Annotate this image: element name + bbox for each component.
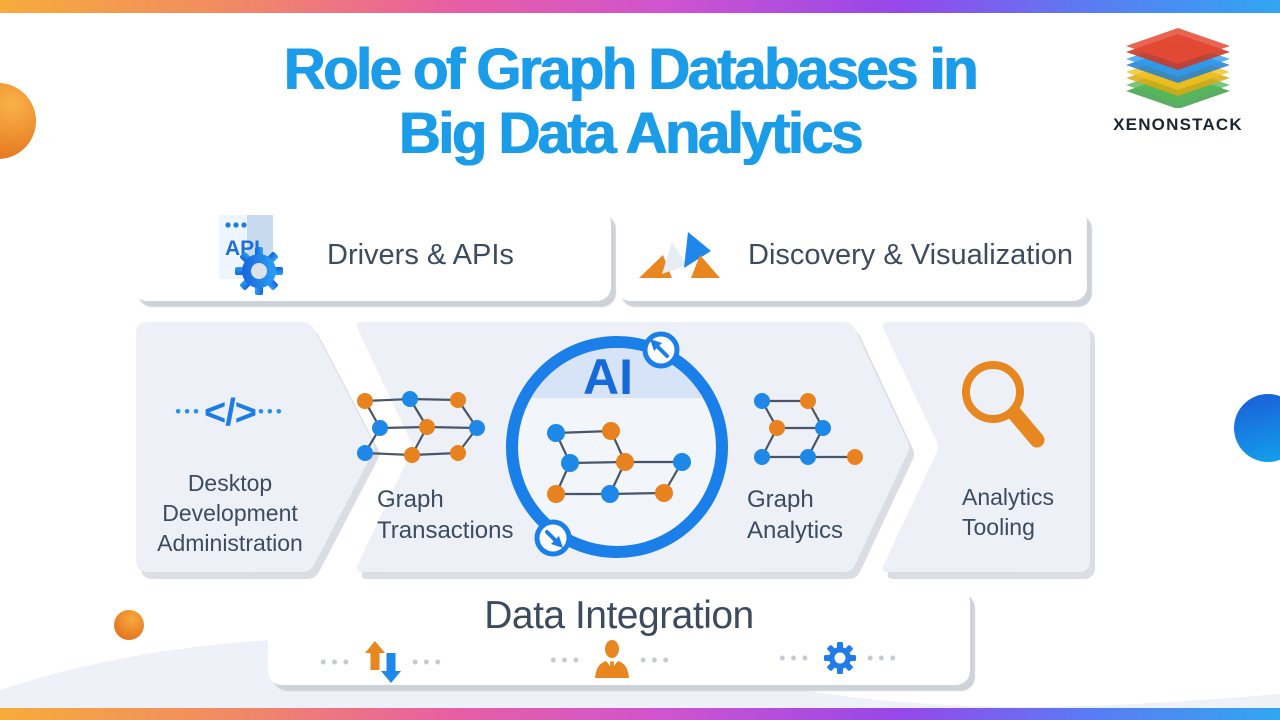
dots-decoration: ••• — [779, 647, 813, 668]
magnifier-icon — [962, 361, 1045, 448]
analytics-tooling-label: Analytics Tooling — [962, 482, 1054, 542]
page-title: Role of Graph Databases in Big Data Anal… — [0, 38, 1260, 166]
analytics-tooling-line1: Analytics — [962, 484, 1055, 510]
analytics-tooling-line2: Tooling — [962, 514, 1035, 540]
dots-decoration: ••• — [867, 647, 901, 668]
ai-learning-cycle-icon: AI — [506, 331, 728, 558]
card-drivers-apis: API Drivers & APIs — [133, 209, 611, 301]
layer-stack-icon — [1126, 28, 1230, 109]
integration-group-transfer: ••• ••• — [303, 640, 463, 684]
code-dots-left: ••• — [175, 402, 203, 421]
gear-icon — [824, 642, 856, 674]
graph-transactions-line1: Graph — [377, 486, 444, 513]
ai-graph-nodes — [547, 422, 691, 503]
page-title-line1: Role of Graph Databases in — [283, 37, 979, 102]
graph-network-icon — [754, 393, 863, 465]
dots-decoration: ••• — [412, 651, 446, 672]
card-drivers-apis-label: Drivers & APIs — [327, 238, 514, 271]
graph-analytics-line1: Graph — [747, 486, 814, 513]
blue-circle-decoration — [1234, 394, 1280, 462]
left-block-line1: Desktop — [187, 470, 273, 496]
ai-label: AI — [583, 349, 633, 405]
graph-transactions-line2: Transactions — [377, 517, 514, 544]
bottom-gradient-bar — [0, 708, 1280, 720]
left-block-line2: Development — [162, 500, 298, 526]
left-block-label: Desktop Development Administration — [130, 468, 330, 558]
dots-decoration: ••• — [640, 649, 674, 670]
card-discovery-visualization: Discovery & Visualization — [616, 209, 1087, 301]
cycle-arrow-badge-bottom — [534, 519, 572, 557]
api-icon-text: API — [225, 237, 260, 260]
page-title-line2: Big Data Analytics — [398, 101, 864, 166]
integration-group-analyst: ••• ••• — [532, 640, 692, 680]
transfer-arrows-icon — [365, 641, 401, 683]
api-document-gear-icon: API — [219, 215, 283, 295]
data-integration-title: Data Integration — [484, 594, 754, 637]
graph-transactions-label: Graph Transactions — [377, 484, 514, 546]
analyst-person-icon — [595, 640, 629, 678]
graph-analytics-label: Graph Analytics — [747, 484, 843, 546]
brand-logo: XENONSTACK — [1108, 28, 1248, 135]
card-discovery-visualization-label: Discovery & Visualization — [748, 238, 1074, 271]
code-tag-icon: •••</>••• — [135, 392, 325, 435]
cycle-arrow-badge-top — [642, 331, 680, 369]
top-gradient-bar — [0, 0, 1280, 13]
orange-dot-decoration — [114, 610, 144, 640]
fan-chart-icon — [639, 232, 720, 278]
graph-analytics-line2: Analytics — [747, 517, 844, 544]
dots-decoration: ••• — [550, 649, 584, 670]
left-block-line3: Administration — [157, 530, 303, 556]
gear-glyph — [235, 247, 283, 295]
integration-group-process: ••• ••• — [760, 640, 920, 676]
graph-network-icon — [357, 391, 485, 463]
code-dots-right: ••• — [257, 402, 285, 421]
brand-name: XENONSTACK — [1113, 115, 1243, 134]
layer-red — [1126, 28, 1230, 70]
code-glyph: </> — [204, 392, 257, 434]
dots-decoration: ••• — [320, 651, 354, 672]
